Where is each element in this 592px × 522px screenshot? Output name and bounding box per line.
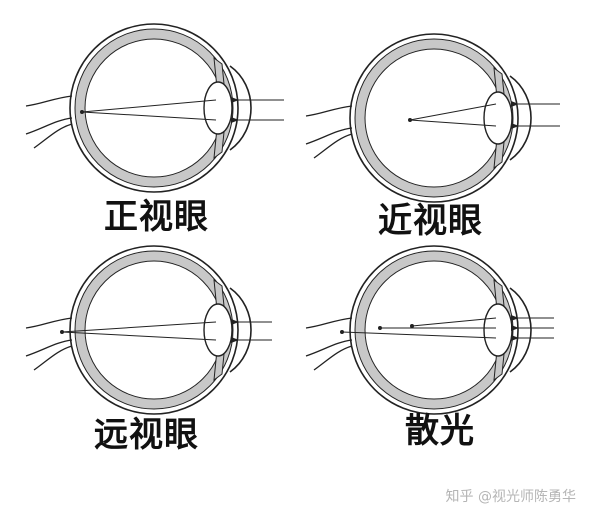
eye-myopia xyxy=(305,34,560,202)
label-hyperopia: 远视眼 xyxy=(94,415,199,455)
watermark: 知乎 @视光师陈勇华 xyxy=(445,489,576,505)
label-myopia: 近视眼 xyxy=(378,201,483,241)
label-astigmatism: 散光 xyxy=(405,411,475,451)
eye-hyperopia xyxy=(25,246,272,414)
label-normal-eye: 正视眼 xyxy=(104,197,209,237)
eye-astigmatism xyxy=(305,246,554,414)
eye-normal xyxy=(25,24,284,192)
